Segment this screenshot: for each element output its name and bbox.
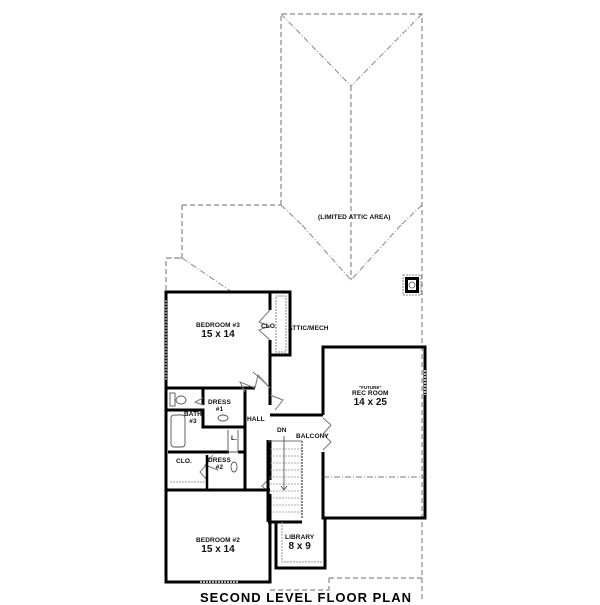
- balcony-text: BALCONY: [296, 433, 329, 440]
- rec-room-note: "FUTURE": [359, 385, 382, 390]
- attic-label: (LIMITED ATTIC AREA): [318, 214, 391, 222]
- dress-2-name: DRESS: [208, 457, 231, 464]
- plan-caption: SECOND LEVEL FLOOR PLAN: [200, 590, 412, 605]
- stairs-dn-label: DN: [277, 427, 287, 435]
- library-size: 8 x 9: [288, 540, 311, 552]
- bedroom-2-walls: [164, 488, 272, 584]
- linen-label: L.: [231, 435, 237, 443]
- bedroom-2-label: BEDROOM #2 15 x 14: [196, 537, 240, 555]
- closet-b2-text: CLO.: [176, 458, 192, 465]
- balcony-doors: [322, 417, 332, 451]
- bath-dress-walls: [164, 388, 272, 582]
- closet-b3-label: CLO.: [261, 323, 277, 331]
- bath-3-num: #3: [189, 417, 197, 425]
- library-label: LIBRARY 8 x 9: [285, 534, 315, 552]
- closet-b2-shelf: [170, 455, 209, 490]
- rec-room-walls: [321, 345, 427, 520]
- dress-1-label: DRESS #1: [208, 399, 231, 414]
- bedroom-2-name: BEDROOM #2: [196, 537, 240, 544]
- hall-walls: [268, 388, 323, 480]
- attic-label-text: (LIMITED ATTIC AREA): [318, 214, 391, 221]
- dress-2-num: #2: [215, 463, 224, 471]
- bath-3-label: BATH #3: [184, 411, 202, 426]
- bedroom-3-name: BEDROOM #3: [196, 322, 240, 329]
- bath-doors: [193, 381, 256, 481]
- attic-mech-label: ATTIC/MECH: [288, 325, 329, 333]
- library-walls: [274, 518, 327, 570]
- dress-1-name: DRESS: [208, 399, 231, 406]
- stairs-dn-text: DN: [277, 427, 287, 434]
- closet-doors: [258, 309, 271, 341]
- bath-fixtures: [169, 392, 239, 473]
- closet-b2-label: CLO.: [176, 458, 192, 466]
- attic-mech-text: ATTIC/MECH: [288, 325, 329, 332]
- library-name: LIBRARY: [285, 534, 315, 541]
- bedroom-3-size: 15 x 14: [201, 328, 235, 340]
- rec-room-size: 14 x 25: [353, 396, 387, 408]
- roof-ridge-lines: [166, 13, 423, 293]
- stairs: [266, 436, 303, 524]
- bath-3-name: BATH: [184, 411, 202, 418]
- dress-1-num: #1: [215, 405, 224, 413]
- balcony-label: BALCONY: [296, 433, 329, 441]
- linen-text: L.: [231, 435, 237, 442]
- dress-2-label: DRESS #2: [208, 457, 231, 472]
- vent-icon: [402, 274, 422, 296]
- rec-room-label: "FUTURE" REC ROOM 14 x 25: [352, 385, 389, 408]
- closet-b3-text: CLO.: [261, 323, 277, 330]
- hall-label: HALL: [247, 416, 265, 424]
- bedroom-2-size: 15 x 14: [201, 543, 235, 555]
- attic-mech-closet: [275, 295, 287, 353]
- bedroom-3-label: BEDROOM #3 15 x 14: [196, 322, 240, 340]
- hall-text: HALL: [247, 416, 265, 423]
- rec-room-name: REC ROOM: [352, 389, 389, 397]
